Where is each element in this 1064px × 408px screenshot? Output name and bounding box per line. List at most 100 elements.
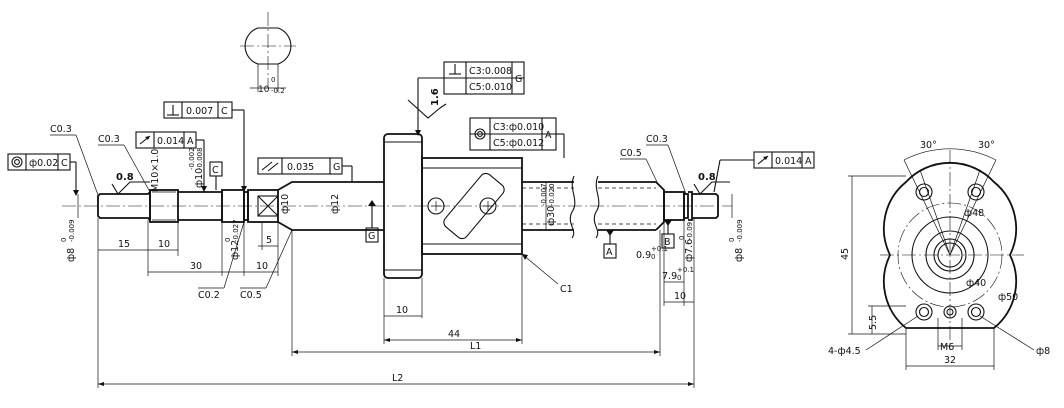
- svg-text:-0.020: -0.020: [548, 183, 556, 206]
- svg-text:0: 0: [677, 274, 681, 282]
- svg-text:G: G: [515, 74, 522, 85]
- svg-text:C: C: [61, 158, 68, 169]
- svg-text:A: A: [187, 136, 194, 147]
- svg-text:C0.3: C0.3: [98, 134, 120, 145]
- svg-text:45: 45: [840, 248, 851, 260]
- svg-text:ф8: ф8: [734, 248, 745, 262]
- roughness-left: 0.8: [111, 172, 150, 195]
- svg-text:ф0.02: ф0.02: [29, 158, 58, 169]
- svg-text:ф48: ф48: [964, 208, 984, 219]
- svg-text:ф12: ф12: [230, 240, 241, 260]
- svg-text:30: 30: [190, 261, 202, 272]
- svg-text:ф50: ф50: [998, 292, 1018, 303]
- svg-text:-0.2: -0.2: [271, 87, 285, 95]
- svg-text:4-ф4.5: 4-ф4.5: [828, 346, 861, 357]
- svg-text:ф30: ф30: [546, 206, 557, 226]
- gdt-runout-a2: 0.014 A: [713, 151, 815, 193]
- svg-text:C3:0.008: C3:0.008: [469, 66, 512, 77]
- datum-c: C: [209, 161, 223, 190]
- svg-text:G: G: [368, 231, 375, 242]
- svg-text:-0.027: -0.027: [232, 219, 240, 242]
- flange-end-view: 30° 30° ф48 ф40 ф50 45 5.5 32 M6 4-ф4.5 …: [828, 140, 1050, 370]
- svg-text:ф7.6: ф7.6: [684, 239, 695, 262]
- roughness-right: 0.8: [693, 172, 730, 195]
- svg-text:ф8: ф8: [66, 248, 77, 262]
- svg-text:C5:ф0.012: C5:ф0.012: [493, 138, 544, 149]
- svg-text:ф40: ф40: [966, 278, 986, 289]
- svg-text:0.014: 0.014: [157, 136, 184, 147]
- svg-text:0: 0: [224, 238, 232, 242]
- svg-text:-0.09: -0.09: [686, 222, 694, 240]
- svg-text:30°: 30°: [978, 140, 995, 151]
- svg-text:30°: 30°: [920, 140, 937, 151]
- length-dims: 15 10 30 10 5 10 44 L1 L2 0.9 +0.1 0 7.9…: [97, 218, 695, 388]
- top-flat-detail: 10 0 -0.2: [240, 12, 296, 95]
- svg-text:7.9: 7.9: [662, 271, 677, 282]
- gdt-coaxiality-left: ф0.02 C: [7, 153, 79, 196]
- svg-text:0: 0: [651, 253, 655, 261]
- svg-text:C3:ф0.010: C3:ф0.010: [493, 122, 544, 133]
- ball-nut: [383, 133, 523, 279]
- chamfer-labels: C0.3 C0.3 C0.3 C0.5 C0.2 C0.5 C1: [50, 124, 687, 301]
- diameter-dims: ф8 0 -0.009 M10×1.0 ф10 -0.002 -0.008 ф1…: [60, 147, 745, 262]
- svg-text:10: 10: [158, 239, 170, 250]
- svg-text:-0.002: -0.002: [188, 147, 196, 170]
- gdt-runout-a1: 0.014 A: [135, 131, 207, 192]
- svg-text:C0.5: C0.5: [620, 148, 642, 159]
- svg-text:0.035: 0.035: [287, 162, 314, 173]
- svg-text:10: 10: [396, 305, 408, 316]
- svg-text:ф8: ф8: [1036, 346, 1050, 357]
- datum-a: A: [603, 230, 617, 259]
- svg-text:M10×1.0: M10×1.0: [150, 149, 161, 192]
- svg-text:A: A: [606, 247, 613, 258]
- roughness-flange: 1.6: [407, 88, 447, 119]
- svg-text:B: B: [664, 237, 671, 248]
- svg-text:ф10: ф10: [280, 194, 291, 214]
- svg-text:M6: M6: [940, 342, 954, 353]
- svg-text:5.5: 5.5: [868, 315, 879, 330]
- svg-text:10: 10: [256, 261, 268, 272]
- svg-text:-0.008: -0.008: [196, 147, 204, 170]
- gdt-perp-top: 0.007 C: [163, 101, 247, 192]
- svg-text:15: 15: [118, 239, 130, 250]
- svg-text:5: 5: [266, 235, 272, 246]
- svg-text:44: 44: [448, 329, 460, 340]
- svg-text:-0.009: -0.009: [736, 219, 744, 242]
- svg-text:0.014: 0.014: [775, 156, 802, 167]
- svg-text:A: A: [805, 156, 812, 167]
- gdt-runout-g: 0.035 G: [257, 157, 353, 182]
- datum-b: B: [661, 220, 675, 249]
- gdt-nut-conc: C3:ф0.010 C5:ф0.012 A: [469, 117, 565, 158]
- svg-text:ф10: ф10: [194, 168, 205, 188]
- svg-text:0: 0: [271, 76, 275, 84]
- svg-text:C5:0.010: C5:0.010: [469, 82, 512, 93]
- gdt-flange-perp: C3:0.008 C5:0.010 G: [415, 61, 525, 136]
- svg-text:C0.2: C0.2: [198, 290, 220, 301]
- svg-text:0.007: 0.007: [186, 106, 213, 117]
- svg-text:1.6: 1.6: [430, 88, 441, 106]
- svg-text:-0.009: -0.009: [68, 219, 76, 242]
- svg-text:0.9: 0.9: [636, 250, 651, 261]
- svg-text:-0.007: -0.007: [540, 183, 548, 206]
- svg-text:A: A: [545, 130, 552, 141]
- svg-text:C0.3: C0.3: [50, 124, 72, 135]
- svg-text:C1: C1: [560, 284, 573, 295]
- svg-text:0: 0: [728, 238, 736, 242]
- svg-text:10: 10: [674, 291, 686, 302]
- svg-text:C: C: [212, 165, 219, 176]
- svg-text:C0.3: C0.3: [646, 134, 668, 145]
- svg-text:L1: L1: [470, 341, 481, 352]
- svg-text:0: 0: [60, 238, 68, 242]
- svg-text:0: 0: [678, 236, 686, 240]
- svg-text:+0.1: +0.1: [677, 266, 694, 274]
- datum-g: G: [365, 200, 379, 243]
- svg-text:0.8: 0.8: [116, 172, 134, 183]
- svg-text:0.8: 0.8: [698, 172, 716, 183]
- svg-text:C0.5: C0.5: [240, 290, 262, 301]
- screw-shaft: [62, 175, 732, 239]
- svg-text:ф12: ф12: [330, 194, 341, 214]
- svg-text:G: G: [333, 162, 340, 173]
- svg-text:32: 32: [944, 355, 956, 366]
- top-flat-dim: 10: [258, 85, 270, 95]
